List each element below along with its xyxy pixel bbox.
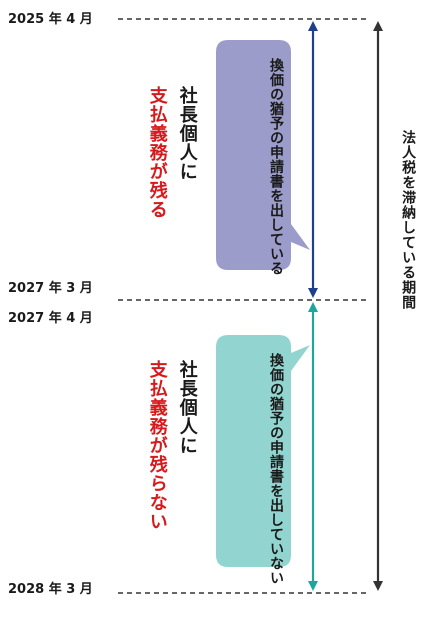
bottom-obligation-label: 支払義務が残らない (146, 360, 168, 531)
bottom-person-label: 社長個人に (176, 360, 198, 455)
date-label-mid-end: 2027 年 3 月 (8, 281, 93, 296)
bottom-bubble-text: 換価の猶予の申請書を出していない (268, 353, 284, 585)
overall-period-label: 法人税を滞納している期間 (400, 130, 417, 310)
bottom-speech-bubble (216, 335, 310, 567)
top-bubble-text: 換価の猶予の申請書を出している (268, 58, 284, 276)
top-person-label: 社長個人に (176, 86, 198, 181)
date-label-mid-start: 2027 年 4 月 (8, 311, 93, 326)
top-obligation-label: 支払義務が残る (146, 86, 168, 219)
date-label-end: 2028 年 3 月 (8, 582, 93, 597)
date-label-start: 2025 年 4 月 (8, 12, 93, 27)
top-speech-bubble (216, 40, 310, 270)
